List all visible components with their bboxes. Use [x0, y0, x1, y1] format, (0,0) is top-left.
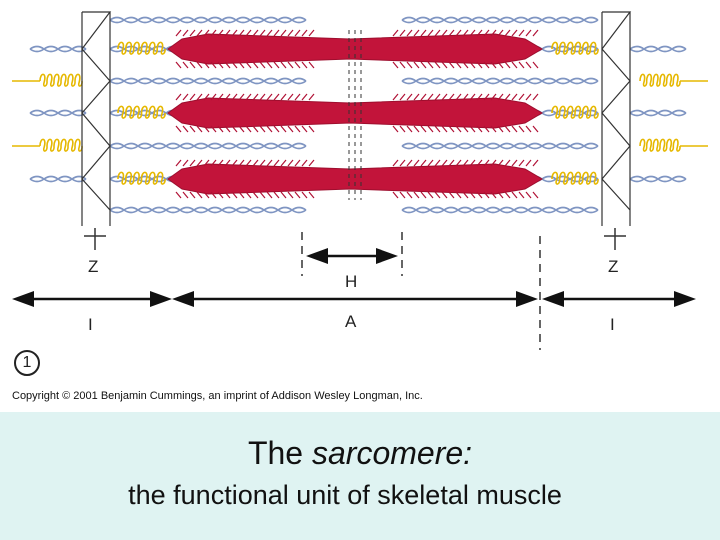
- adjacent-titin-spring: [39, 73, 83, 87]
- z-line-label-left: Z: [88, 257, 99, 276]
- adjacent-thin-filament: [29, 45, 87, 53]
- thin-filament: [401, 206, 599, 214]
- titin-spring: [551, 105, 599, 119]
- i-band-arrow-left: [12, 291, 172, 307]
- band-guides: [12, 232, 696, 350]
- titin-spring: [117, 105, 166, 119]
- caption-panel: [0, 412, 720, 540]
- h-zone-arrow: [306, 248, 398, 264]
- thin-filament: [109, 142, 307, 150]
- thin-filament: [109, 206, 307, 214]
- adjacent-titin-spring: [639, 138, 681, 152]
- adjacent-thin-filament: [29, 175, 87, 183]
- i-band-label-right: I: [610, 315, 615, 334]
- slide-subtitle: the functional unit of skeletal muscle: [128, 480, 562, 510]
- titin-spring: [117, 41, 166, 55]
- z-line-label-right: Z: [608, 257, 619, 276]
- h-zone-label: H: [345, 272, 358, 291]
- thin-filament: [401, 16, 599, 24]
- slide-title: The sarcomere:: [0, 435, 720, 472]
- i-band-arrow-right: [542, 291, 696, 307]
- z-disc-right: [601, 11, 632, 250]
- titin-springs: [12, 41, 708, 185]
- circled-number-icon: 1: [14, 350, 40, 376]
- title-text: The: [247, 435, 312, 471]
- adjacent-titin-spring: [39, 138, 83, 152]
- thin-filament: [109, 16, 307, 24]
- sarcomere-diagram: Z Z H I A I 1 Copyright © 2001 Benjamin …: [12, 11, 708, 402]
- sarcomere-illustration: [12, 11, 708, 350]
- a-band-arrow: [172, 291, 538, 307]
- thin-filament: [109, 77, 307, 85]
- adjacent-thin-filament: [29, 109, 87, 117]
- a-band-label: A: [345, 312, 357, 331]
- thick-filament: [167, 159, 543, 199]
- titin-spring: [551, 41, 599, 55]
- thin-filament: [401, 77, 599, 85]
- copyright-notice: Copyright © 2001 Benjamin Cummings, an i…: [12, 390, 423, 402]
- titin-spring: [117, 171, 166, 185]
- adjacent-thin-filament: [629, 109, 687, 117]
- z-discs: [81, 11, 632, 250]
- adjacent-thin-filament: [629, 175, 687, 183]
- adjacent-titin-spring: [639, 73, 681, 87]
- titin-spring: [551, 171, 599, 185]
- title-term: sarcomere:: [311, 435, 473, 471]
- thin-filament: [401, 142, 599, 150]
- adjacent-thin-filament: [629, 45, 687, 53]
- z-disc-left: [81, 11, 112, 250]
- i-band-label-left: I: [88, 315, 93, 334]
